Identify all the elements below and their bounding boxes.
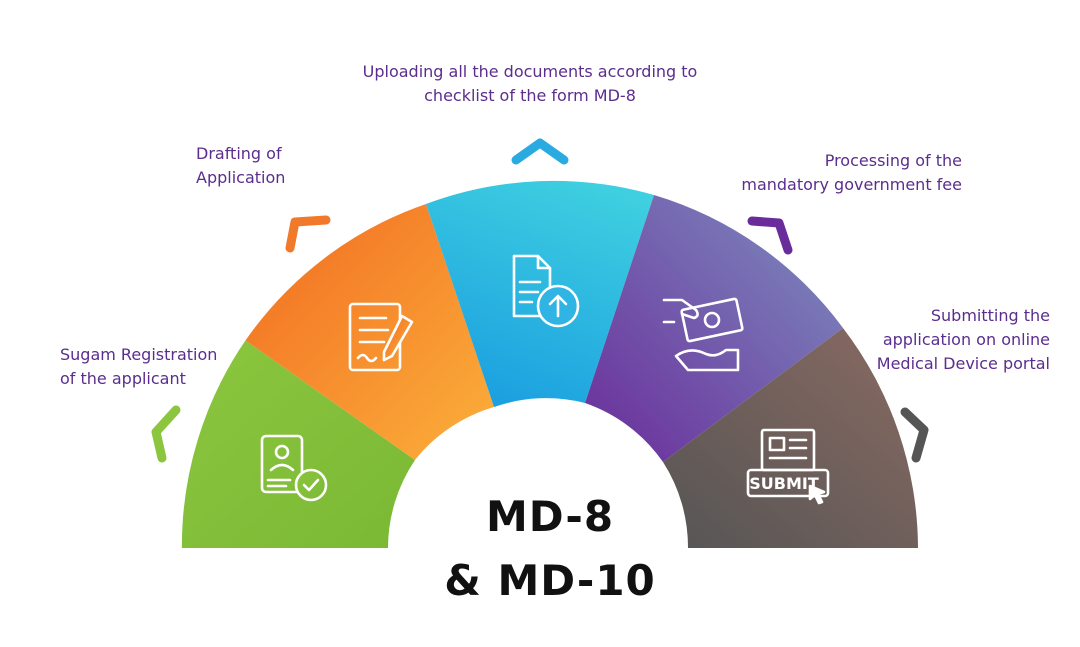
segment-step-5 [663, 328, 918, 548]
chevron-orange-icon [285, 215, 331, 253]
applicant-id-card-check-icon [260, 434, 328, 502]
submit-form-icon [746, 428, 830, 505]
document-upload-icon [512, 254, 580, 328]
center-title-line-2: & MD-10 [444, 556, 656, 605]
step-1-label: Sugam Registration of the applicant [60, 345, 218, 388]
step-2-label: Drafting of Application [196, 144, 286, 187]
chevron-blue-icon [511, 138, 569, 165]
step-4-label: Processing of the mandatory government f… [741, 151, 962, 194]
segment-step-1 [181, 340, 415, 548]
hand-money-payment-icon [662, 297, 744, 372]
step-3-label: Uploading all the documents according to… [362, 62, 698, 105]
segment-step-4 [585, 195, 843, 462]
segment-step-2 [245, 204, 494, 460]
segment-step-3 [426, 180, 654, 407]
submit-icon-text: SUBMIT [749, 474, 819, 493]
center-title-line-1: MD-8 [485, 492, 615, 541]
chevron-purple-icon [747, 216, 793, 255]
step-5-label: Submitting the application on online Med… [876, 306, 1050, 373]
chevron-gray-icon [900, 407, 929, 463]
document-pen-icon [348, 302, 414, 372]
chevron-green-icon [151, 405, 181, 463]
